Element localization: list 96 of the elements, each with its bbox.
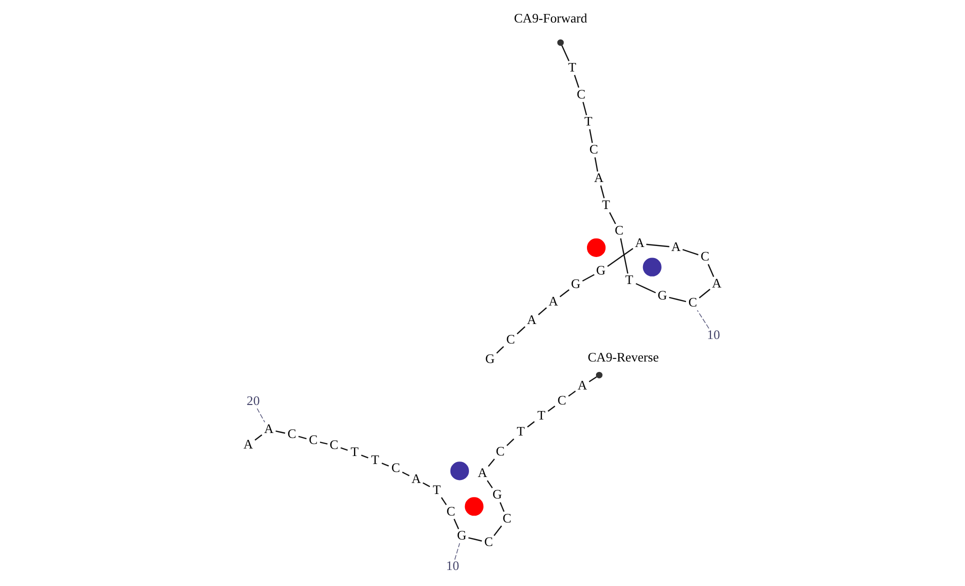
connector (506, 438, 514, 446)
connector (589, 129, 593, 143)
node-text: A (548, 293, 558, 308)
connector (588, 376, 597, 382)
connector (361, 454, 368, 458)
node-text: C (496, 443, 505, 458)
node-text: T (584, 114, 592, 129)
node-text: A (412, 470, 421, 486)
connector (646, 244, 670, 248)
node-text: C (688, 294, 698, 310)
connector (440, 497, 447, 506)
node-text: G (485, 350, 495, 366)
connector (527, 421, 535, 428)
connector (496, 346, 504, 354)
connector (696, 310, 710, 329)
connector (276, 430, 286, 434)
node-text: C (446, 503, 456, 518)
connector (320, 442, 328, 445)
connector (561, 45, 570, 62)
connector (486, 480, 493, 488)
node-text: G (492, 486, 502, 502)
connector (594, 157, 598, 172)
connector (454, 518, 460, 530)
node-text: C (502, 510, 512, 526)
node-text: C (589, 142, 598, 157)
connector (574, 74, 580, 88)
node-text: T (350, 444, 359, 460)
node-text: 10 (446, 558, 460, 574)
node-text: C (506, 331, 515, 346)
node-text: G (658, 287, 668, 302)
label: CA9-Reverse (588, 349, 659, 364)
node-circle (596, 372, 602, 378)
connector (422, 482, 430, 488)
connector (256, 408, 266, 423)
connector (682, 248, 698, 256)
node-text: T (432, 482, 441, 497)
node-text: C (288, 426, 296, 442)
node-text: C (700, 248, 710, 264)
connector (402, 472, 410, 476)
connector (254, 434, 262, 441)
node-text: T (371, 452, 380, 468)
connector (538, 307, 547, 316)
connector (468, 537, 482, 542)
connector (488, 458, 495, 467)
connector (582, 102, 588, 116)
connector (298, 436, 307, 440)
node-text: A (635, 235, 644, 250)
connector (609, 212, 616, 224)
connector (668, 296, 686, 302)
node-text: A (244, 436, 253, 452)
node-text: T (516, 424, 525, 439)
label: CA9-Forward (514, 10, 588, 26)
connector (607, 248, 634, 267)
node-text: A (594, 170, 604, 185)
node-text: C (484, 534, 493, 550)
node-text: T (537, 408, 546, 423)
node-text: A (578, 378, 588, 393)
node-text: 10 (706, 327, 720, 342)
node-text: T (602, 196, 610, 212)
connector (500, 502, 505, 512)
node-circle (586, 238, 606, 258)
node-text: C (576, 86, 586, 102)
node-text: G (596, 262, 606, 278)
node-text: A (264, 421, 274, 436)
connector (600, 185, 605, 198)
connector (340, 447, 348, 451)
node-text: G (570, 276, 580, 292)
node-text: G (457, 528, 466, 543)
connector (516, 326, 526, 334)
connector (708, 264, 714, 278)
node-text: C (558, 392, 566, 408)
connector (454, 542, 460, 560)
node-text: A (671, 238, 681, 254)
connector (548, 406, 556, 412)
node-text: C (330, 437, 338, 452)
connector (698, 288, 710, 298)
node-text: T (625, 272, 634, 287)
node-text: A (712, 275, 722, 290)
node-text: C (391, 460, 400, 476)
node-text: C (308, 432, 318, 448)
node-text: 20 (246, 392, 260, 408)
connector (382, 462, 389, 467)
node-text: A (478, 464, 488, 480)
connector (568, 390, 576, 397)
connector (620, 238, 628, 274)
node-text: A (526, 312, 536, 328)
connector (494, 525, 502, 536)
node-circle (557, 39, 564, 46)
connector (636, 283, 656, 294)
connector (582, 274, 595, 282)
connector (560, 289, 570, 298)
node-circle (464, 497, 484, 516)
node-text: T (568, 60, 576, 75)
node-circle (450, 462, 469, 480)
node-text: C (614, 222, 624, 238)
node-circle (642, 258, 662, 276)
